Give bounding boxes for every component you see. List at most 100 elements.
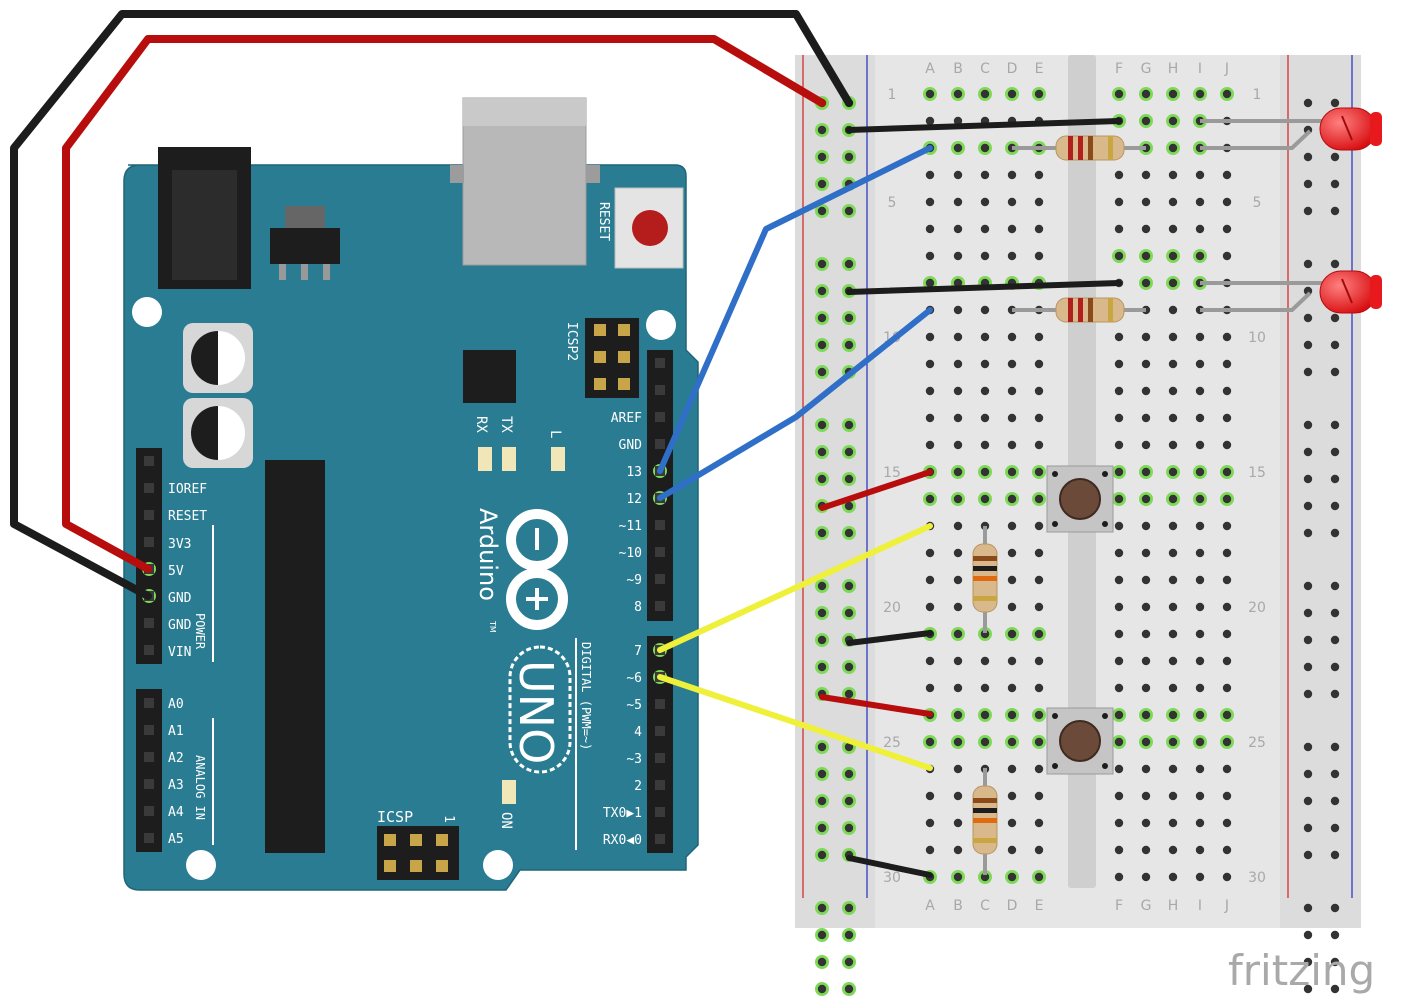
header-pin[interactable] [655,439,665,449]
breadboard-hole[interactable] [1222,170,1232,180]
breadboard-hole[interactable] [953,629,963,639]
breadboard-hole[interactable] [1007,737,1017,747]
rail-hole[interactable] [1303,420,1313,430]
rail-hole[interactable] [844,957,854,967]
breadboard-hole[interactable] [1007,89,1017,99]
breadboard-hole[interactable] [1168,602,1178,612]
breadboard-hole[interactable] [1007,791,1017,801]
breadboard-hole[interactable] [980,494,990,504]
breadboard-hole[interactable] [1141,170,1151,180]
rail-hole[interactable] [817,259,827,269]
breadboard-hole[interactable] [925,278,935,288]
breadboard-hole[interactable] [1034,737,1044,747]
breadboard-hole[interactable] [1195,548,1205,558]
breadboard-hole[interactable] [1168,494,1178,504]
breadboard-hole[interactable] [1034,413,1044,423]
breadboard-hole[interactable] [1168,467,1178,477]
breadboard-hole[interactable] [1168,359,1178,369]
breadboard-hole[interactable] [980,386,990,396]
breadboard-hole[interactable] [1114,494,1124,504]
breadboard-hole[interactable] [1195,440,1205,450]
breadboard-hole[interactable] [1114,710,1124,720]
breadboard-hole[interactable] [1168,143,1178,153]
rail-hole[interactable] [1330,447,1340,457]
breadboard-hole[interactable] [1195,629,1205,639]
breadboard-hole[interactable] [925,683,935,693]
breadboard-hole[interactable] [980,467,990,477]
breadboard-hole[interactable] [1222,818,1232,828]
breadboard-hole[interactable] [1007,467,1017,477]
breadboard-hole[interactable] [1141,89,1151,99]
breadboard-hole[interactable] [1168,710,1178,720]
reset-button-cap[interactable] [632,210,668,246]
breadboard-hole[interactable] [1168,197,1178,207]
rail-hole[interactable] [1303,957,1313,967]
breadboard-hole[interactable] [953,575,963,585]
breadboard-hole[interactable] [1168,737,1178,747]
breadboard-hole[interactable] [1195,467,1205,477]
breadboard-hole[interactable] [1007,386,1017,396]
breadboard-hole[interactable] [925,224,935,234]
breadboard-hole[interactable] [1114,602,1124,612]
breadboard-hole[interactable] [953,791,963,801]
rail-hole[interactable] [1303,823,1313,833]
rail-hole[interactable] [1330,635,1340,645]
breadboard-hole[interactable] [1222,737,1232,747]
rail-hole[interactable] [1330,420,1340,430]
icsp2-pin[interactable] [594,324,606,336]
rail-hole[interactable] [817,930,827,940]
breadboard-hole[interactable] [1007,683,1017,693]
rail-hole[interactable] [817,286,827,296]
breadboard-hole[interactable] [1168,629,1178,639]
breadboard-hole[interactable] [1114,170,1124,180]
rail-hole[interactable] [1303,796,1313,806]
breadboard-hole[interactable] [1034,224,1044,234]
rail-hole[interactable] [1330,742,1340,752]
breadboard-hole[interactable] [1222,764,1232,774]
breadboard-hole[interactable] [980,305,990,315]
rail-hole[interactable] [1303,474,1313,484]
header-pin[interactable] [144,725,154,735]
breadboard-hole[interactable] [953,467,963,477]
breadboard-hole[interactable] [1141,251,1151,261]
breadboard-hole[interactable] [1141,224,1151,234]
rail-hole[interactable] [1330,313,1340,323]
rail-hole[interactable] [1303,313,1313,323]
breadboard-hole[interactable] [1141,332,1151,342]
breadboard-hole[interactable] [1034,359,1044,369]
wire-gnd-resistor1[interactable] [846,630,933,646]
breadboard-hole[interactable] [1114,521,1124,531]
breadboard-hole[interactable] [1114,629,1124,639]
rail-hole[interactable] [817,769,827,779]
breadboard-hole[interactable] [1141,278,1151,288]
breadboard-hole[interactable] [925,170,935,180]
rail-hole[interactable] [1303,903,1313,913]
breadboard-hole[interactable] [1141,440,1151,450]
rail-hole[interactable] [1303,367,1313,377]
breadboard-hole[interactable] [1141,197,1151,207]
rail-hole[interactable] [817,447,827,457]
breadboard-hole[interactable] [1141,764,1151,774]
breadboard-hole[interactable] [953,602,963,612]
rail-hole[interactable] [1330,957,1340,967]
rail-hole[interactable] [817,152,827,162]
breadboard-hole[interactable] [953,494,963,504]
breadboard-hole[interactable] [1007,521,1017,531]
wire-pin13[interactable] [657,145,933,474]
breadboard-hole[interactable] [980,251,990,261]
breadboard-hole[interactable] [1034,818,1044,828]
breadboard-hole[interactable] [1168,845,1178,855]
breadboard-hole[interactable] [1141,629,1151,639]
breadboard-hole[interactable] [1034,629,1044,639]
icsp2-pin[interactable] [618,378,630,390]
breadboard-hole[interactable] [925,359,935,369]
breadboard-hole[interactable] [1168,251,1178,261]
breadboard-hole[interactable] [1007,629,1017,639]
breadboard-hole[interactable] [1034,332,1044,342]
rail-hole[interactable] [844,420,854,430]
breadboard-hole[interactable] [980,413,990,423]
rail-hole[interactable] [1303,850,1313,860]
wire-gnd-main[interactable] [10,10,853,600]
rail-hole[interactable] [1330,340,1340,350]
breadboard-hole[interactable] [1195,710,1205,720]
